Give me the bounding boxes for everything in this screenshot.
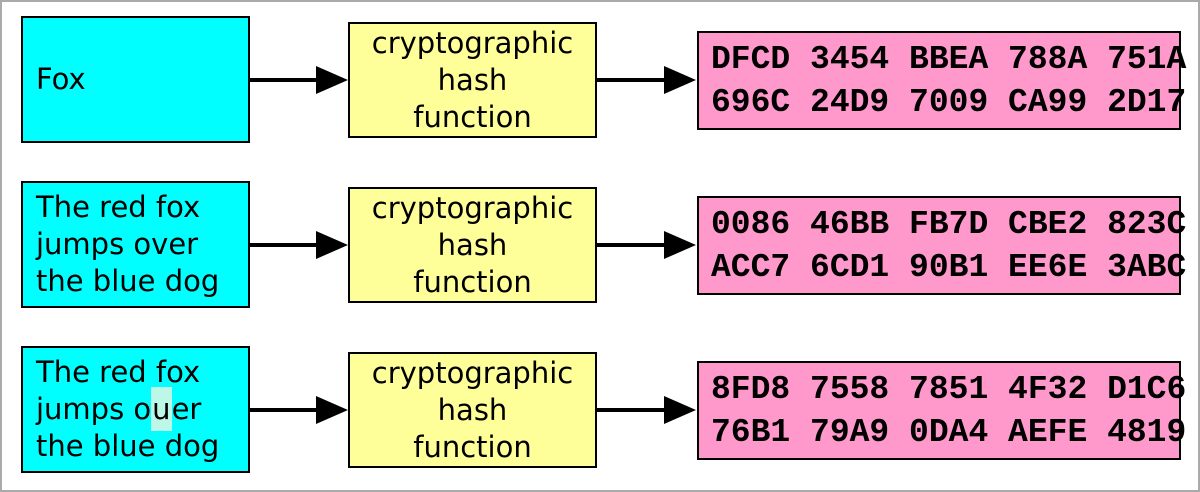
hash-example-row: Fox cryptographic hash function DFCD 345… bbox=[2, 2, 1198, 167]
input-line: the blue dog bbox=[36, 429, 220, 463]
input-line: jumps ouer bbox=[36, 387, 248, 431]
changed-character-highlight: u bbox=[151, 387, 172, 431]
hash-example-row: The red fox jumps over the blue dog cryp… bbox=[2, 167, 1198, 332]
hash-example-row: The red fox jumps ouer the blue dog cryp… bbox=[2, 332, 1198, 490]
hash-digest-box: DFCD 3454 BBEA 788A 751A 696C 24D9 7009 … bbox=[697, 31, 1186, 130]
input-line: The red fox bbox=[36, 355, 201, 389]
arrow-right-icon bbox=[597, 408, 665, 412]
arrow-right-icon bbox=[597, 78, 665, 82]
hash-function-box: cryptographic hash function bbox=[348, 352, 597, 468]
hash-digest-box: 8FD8 7558 7851 4F32 D1C6 76B1 79A9 0DA4 … bbox=[697, 361, 1186, 460]
arrow-right-icon bbox=[664, 396, 696, 424]
arrow-right-icon bbox=[250, 408, 318, 412]
hash-function-box: cryptographic hash function bbox=[348, 22, 597, 138]
hash-digest-box: 0086 46BB FB7D CBE2 823C ACC7 6CD1 90B1 … bbox=[697, 196, 1186, 295]
arrow-right-icon bbox=[597, 243, 665, 247]
arrow-right-icon bbox=[316, 396, 348, 424]
input-box: The red fox jumps ouer the blue dog bbox=[21, 346, 250, 473]
arrow-right-icon bbox=[664, 66, 696, 94]
arrow-right-icon bbox=[316, 66, 348, 94]
arrow-right-icon bbox=[250, 243, 318, 247]
input-text-segment: jumps o bbox=[36, 392, 152, 426]
arrow-right-icon bbox=[664, 231, 696, 259]
input-box: Fox bbox=[21, 16, 250, 143]
arrow-right-icon bbox=[316, 231, 348, 259]
hash-function-box: cryptographic hash function bbox=[348, 187, 597, 303]
input-text-segment: er bbox=[171, 392, 202, 426]
input-box: The red fox jumps over the blue dog bbox=[21, 181, 250, 308]
arrow-right-icon bbox=[250, 78, 318, 82]
